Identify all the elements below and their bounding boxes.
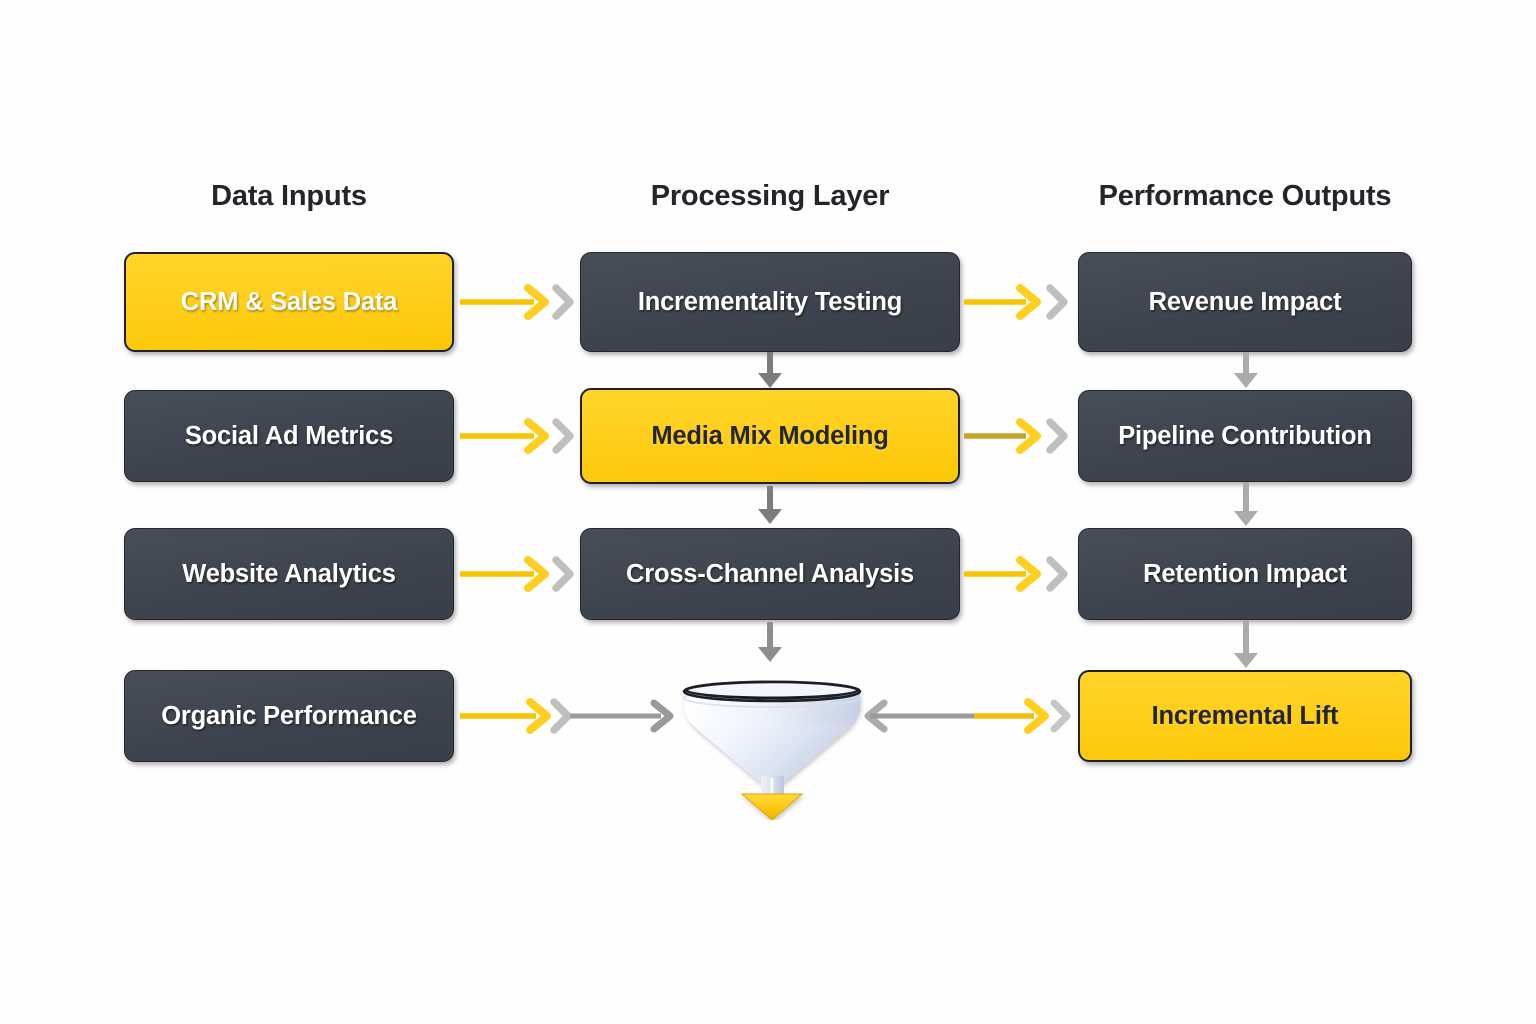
arrow-left-icon	[864, 699, 980, 733]
funnel-rim-outline	[682, 680, 862, 703]
node-pipeline-contribution[interactable]: Pipeline Contribution	[1078, 390, 1412, 482]
arrow-down-icon	[1234, 352, 1258, 388]
arrow-down-icon	[758, 486, 782, 524]
arrow-down-icon	[1234, 620, 1258, 668]
node-label: Incrementality Testing	[637, 287, 903, 316]
arrow-incrementality-to-revenue	[964, 284, 1068, 320]
arrow-media-mix-to-cross-channel	[758, 486, 782, 524]
arrow-down-icon	[758, 622, 782, 662]
arrow-organic-to-funnel	[460, 698, 674, 734]
arrow-right-icon	[964, 284, 1041, 320]
chevron-right-icon	[550, 698, 572, 734]
funnel-output-triangle	[740, 793, 804, 820]
arrow-right-icon	[964, 556, 1041, 592]
arrow-social-to-media-mix	[460, 418, 574, 454]
arrow-revenue-to-pipeline	[1234, 352, 1258, 388]
node-revenue-impact[interactable]: Revenue Impact	[1078, 252, 1412, 352]
node-label: Organic Performance	[161, 701, 417, 730]
node-label: Website Analytics	[182, 559, 396, 588]
node-label: Retention Impact	[1143, 559, 1347, 588]
node-label: Revenue Impact	[1148, 287, 1342, 316]
node-incrementality-testing[interactable]: Incrementality Testing	[580, 252, 960, 352]
arrow-right-icon	[974, 698, 1049, 734]
arrow-right-icon	[460, 284, 549, 320]
node-label: Cross-Channel Analysis	[626, 559, 914, 588]
arrow-right-icon	[460, 418, 549, 454]
arrow-right-icon-secondary	[570, 699, 674, 733]
node-incremental-lift[interactable]: Incremental Lift	[1078, 670, 1412, 762]
arrow-website-to-cross-channel	[460, 556, 574, 592]
node-label: Media Mix Modeling	[651, 421, 889, 450]
arrow-down-icon	[1234, 482, 1258, 526]
arrow-crm-to-incrementality	[460, 284, 574, 320]
node-cross-channel-analysis[interactable]: Cross-Channel Analysis	[580, 528, 960, 620]
arrow-funnel-to-incremental-lift	[864, 698, 1071, 734]
node-label: Incremental Lift	[1151, 701, 1339, 730]
node-crm-sales-data[interactable]: CRM & Sales Data	[124, 252, 454, 352]
arrow-pipeline-to-retention	[1234, 482, 1258, 526]
funnel-top-opening	[687, 681, 857, 697]
column-heading-performance-outputs: Performance Outputs	[1098, 180, 1392, 212]
chevron-right-icon	[552, 284, 574, 320]
arrow-right-icon	[460, 698, 551, 734]
chevron-right-icon	[1046, 284, 1068, 320]
column-heading-data-inputs: Data Inputs	[211, 180, 367, 212]
chevron-right-icon	[552, 418, 574, 454]
arrow-retention-to-incremental-lift	[1234, 620, 1258, 668]
arrow-cross-channel-to-retention	[964, 556, 1068, 592]
node-social-ad-metrics[interactable]: Social Ad Metrics	[124, 390, 454, 482]
node-media-mix-modeling[interactable]: Media Mix Modeling	[580, 388, 960, 484]
node-label: Pipeline Contribution	[1118, 421, 1372, 450]
node-retention-impact[interactable]: Retention Impact	[1078, 528, 1412, 620]
arrow-down-icon	[758, 352, 782, 388]
arrow-incrementality-to-media-mix	[758, 352, 782, 388]
arrow-cross-channel-to-funnel	[758, 622, 782, 662]
node-label: Social Ad Metrics	[184, 421, 394, 450]
chevron-right-icon	[1046, 418, 1068, 454]
chevron-right-icon	[552, 556, 574, 592]
arrow-right-icon	[964, 418, 1041, 454]
chevron-right-icon	[1050, 699, 1071, 733]
funnel-icon[interactable]	[678, 668, 866, 820]
node-website-analytics[interactable]: Website Analytics	[124, 528, 454, 620]
chevron-right-icon	[1046, 556, 1068, 592]
node-label: CRM & Sales Data	[180, 287, 398, 316]
node-organic-performance[interactable]: Organic Performance	[124, 670, 454, 762]
arrow-media-mix-to-pipeline	[964, 418, 1068, 454]
column-heading-processing-layer: Processing Layer	[650, 180, 890, 212]
arrow-right-icon	[460, 556, 549, 592]
